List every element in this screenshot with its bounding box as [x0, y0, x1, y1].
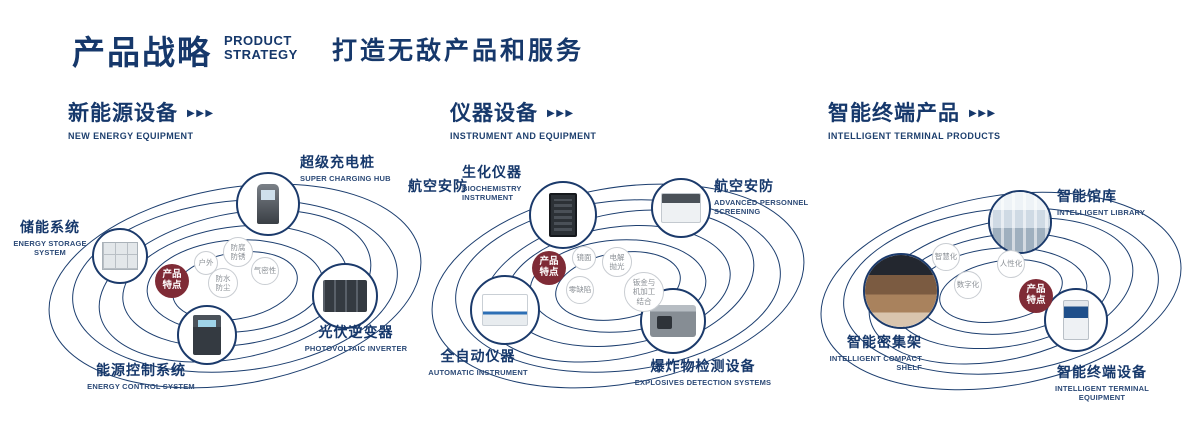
label-biochemistry: 生化仪器 BIOCHEMISTRY INSTRUMENT — [462, 164, 522, 202]
product-node-biochemistry — [529, 181, 597, 249]
page-subtitle: 打造无敌产品和服务 — [332, 37, 585, 65]
feature-bubble-sheetmetal-machining: 钣金与机加工结合 — [624, 272, 664, 312]
pv-inverter-image — [323, 280, 367, 312]
section-terminal-header: 智能终端产品 ▶▶▶ INTELLIGENT TERMINAL PRODUCTS — [828, 97, 1000, 141]
product-node-intelligent-library — [988, 190, 1052, 254]
product-node-terminal-equipment — [1044, 288, 1108, 352]
feature-bubble-digital: 数字化 — [954, 271, 982, 299]
feature-bubble-humanized: 人性化 — [997, 250, 1025, 278]
label-compact-shelf: 智能密集架 INTELLIGENT COMPACT SHELF — [829, 334, 922, 372]
label-energy-control: 能源控制系统 ENERGY CONTROL SYSTEM — [87, 362, 195, 391]
label-explosives-detection: 爆炸物检测设备 EXPLOSIVES DETECTION SYSTEMS — [634, 358, 772, 387]
product-node-energy-storage — [92, 228, 148, 284]
page-title-en-line1: PRODUCT — [224, 33, 292, 48]
section-new-energy-title: 新能源设备 — [68, 102, 178, 125]
label-pv-inverter: 光伏逆变器 PHOTOVOLTAIC INVERTER — [304, 324, 408, 353]
product-node-automatic-instrument — [470, 275, 540, 345]
feature-core-terminal: 产品特点 — [1019, 279, 1053, 313]
section-instrument-header: 仪器设备 ▶▶▶ INSTRUMENT AND EQUIPMENT — [450, 97, 596, 141]
compact-shelf-image — [865, 255, 937, 327]
page-title-en-line2: STRATEGY — [224, 47, 298, 63]
label-super-charging-hub: 超级充电桩 SUPER CHARGING HUB — [300, 154, 391, 183]
explosives-detection-image — [650, 305, 696, 337]
feature-core-new-energy: 产品特点 — [155, 264, 189, 298]
section-terminal-title: 智能终端产品 — [828, 102, 960, 125]
product-node-super-charging-hub — [236, 172, 300, 236]
section-instrument-subtitle: INSTRUMENT AND EQUIPMENT — [450, 131, 597, 141]
feature-bubble-waterproof: 防水防尘 — [208, 268, 238, 298]
product-node-compact-shelf — [863, 253, 939, 329]
feature-bubble-intelligent: 智慧化 — [932, 243, 960, 271]
terminal-equipment-image — [1063, 300, 1089, 340]
triple-arrow-icon: ▶▶▶ — [547, 108, 575, 119]
section-terminal-subtitle: INTELLIGENT TERMINAL PRODUCTS — [828, 131, 1001, 141]
biochemistry-instrument-image — [549, 193, 577, 237]
label-personnel-screening: 航空安防 ADVANCED PERSONNEL SCREENING — [714, 178, 809, 216]
product-node-energy-control — [177, 305, 237, 365]
energy-control-image — [193, 315, 221, 355]
product-node-personnel-screening — [651, 178, 711, 238]
super-charging-hub-image — [257, 184, 279, 224]
label-automatic-instrument: 全自动仪器 AUTOMATIC INSTRUMENT — [428, 348, 528, 377]
page-title-en: PRODUCT STRATEGY — [224, 33, 298, 63]
automatic-instrument-image — [482, 294, 528, 326]
feature-core-instrument: 产品特点 — [532, 251, 566, 285]
section-instrument-title: 仪器设备 — [450, 102, 538, 125]
label-aviation-security-side: 航空安防 — [408, 178, 468, 194]
triple-arrow-icon: ▶▶▶ — [187, 108, 215, 119]
energy-storage-image — [102, 242, 138, 270]
feature-bubble-mirror-finish: 镜面 — [572, 246, 596, 270]
label-intelligent-library: 智能馆库 INTELLIGENT LIBRARY — [1057, 188, 1146, 217]
feature-bubble-electropolish: 电解抛光 — [602, 247, 632, 277]
feature-bubble-anticorrosion: 防腐防锈 — [223, 237, 253, 267]
label-energy-storage: 储能系统 ENERGY STORAGE SYSTEM — [13, 219, 87, 257]
personnel-screening-image — [661, 193, 701, 223]
feature-bubble-zero-defect: 零缺陷 — [566, 276, 594, 304]
triple-arrow-icon: ▶▶▶ — [969, 108, 997, 119]
page-title: 产品战略 — [72, 34, 212, 71]
intelligent-library-image — [990, 192, 1050, 252]
product-node-pv-inverter — [312, 263, 378, 329]
section-new-energy-subtitle: NEW ENERGY EQUIPMENT — [68, 131, 194, 141]
section-new-energy-header: 新能源设备 ▶▶▶ NEW ENERGY EQUIPMENT — [68, 97, 215, 141]
label-terminal-equipment: 智能终端设备 INTELLIGENT TERMINAL EQUIPMENT — [1055, 364, 1149, 402]
feature-bubble-airtight: 气密性 — [251, 257, 279, 285]
